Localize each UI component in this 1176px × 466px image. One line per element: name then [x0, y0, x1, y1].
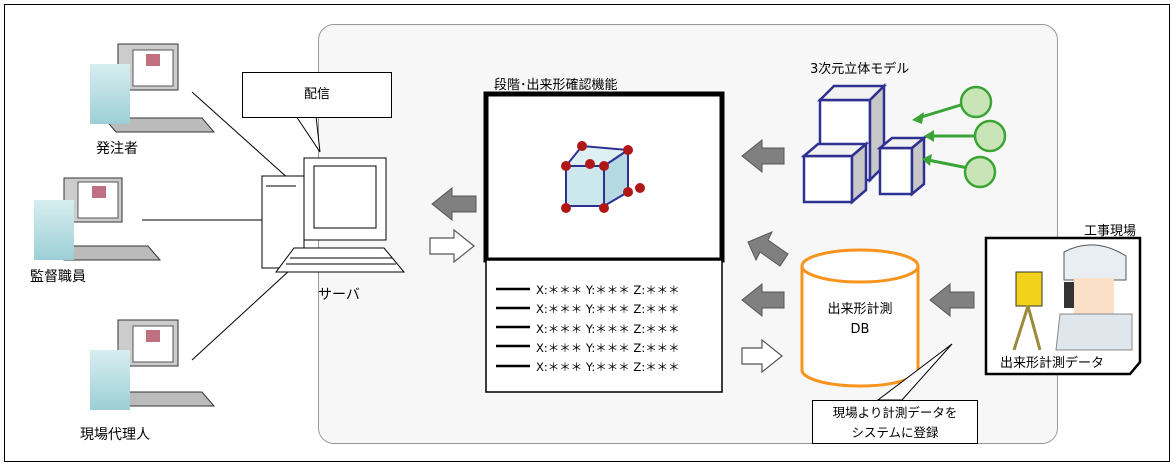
site-agent-terminal: [90, 319, 216, 410]
supervisor-person-icon: [34, 200, 74, 260]
server-computer: [261, 157, 406, 273]
data-row: X:＊＊＊ Y:＊＊＊ Z:＊＊＊: [536, 302, 680, 317]
register-callout-line2: システムに登録: [851, 425, 939, 440]
flow-arrows-filled: [431, 138, 975, 318]
data-row-dashes: [496, 287, 530, 368]
data-row: X:＊＊＊ Y:＊＊＊ Z:＊＊＊: [536, 340, 680, 355]
data-row: X:＊＊＊ Y:＊＊＊ Z:＊＊＊: [536, 283, 680, 297]
site-photo-card: [984, 236, 1142, 376]
orderer-terminal: [90, 43, 216, 133]
model-cubes-icon: [800, 82, 928, 205]
point-cube-icon: [561, 141, 645, 213]
orderer-label: 発注者: [96, 141, 138, 157]
data-row-list: X:＊＊＊ Y:＊＊＊ Z:＊＊＊ X:＊＊＊ Y:＊＊＊ Z:＊＊＊ X:＊＊…: [536, 281, 680, 377]
flow-arrows-outlined: [429, 228, 783, 374]
database-label: 出来形計測 DB: [802, 300, 918, 340]
delivery-callout-text: 配信: [303, 87, 330, 102]
database-label-line1: 出来形計測: [827, 302, 893, 317]
site-title: 工事現場: [1084, 224, 1137, 239]
data-row: X:＊＊＊ Y:＊＊＊ Z:＊＊＊: [536, 360, 680, 375]
supervisor-terminal: [34, 177, 162, 261]
server-label: サーバ: [318, 287, 360, 303]
model-nodes: [912, 85, 1007, 189]
site-caption: 出来形計測データ: [1000, 352, 1105, 371]
database-label-line2: DB: [850, 322, 870, 337]
diagram-frame: [4, 4, 1170, 462]
register-callout-line1: 現場より計測データを: [832, 405, 958, 420]
site-agent-label: 現場代理人: [80, 427, 150, 443]
register-callout: 現場より計測データを システムに登録: [812, 400, 978, 444]
orderer-person-icon: [90, 64, 130, 124]
model-title: 3次元立体モデル: [810, 62, 910, 77]
data-row: X:＊＊＊ Y:＊＊＊ Z:＊＊＊: [536, 321, 680, 336]
network-lines: [142, 91, 291, 361]
site-agent-person-icon: [90, 350, 130, 410]
delivery-callout: 配信: [242, 72, 392, 118]
supervisor-label: 監督職員: [30, 269, 86, 285]
check-function-title: 段階･出来形確認機能: [494, 78, 618, 93]
